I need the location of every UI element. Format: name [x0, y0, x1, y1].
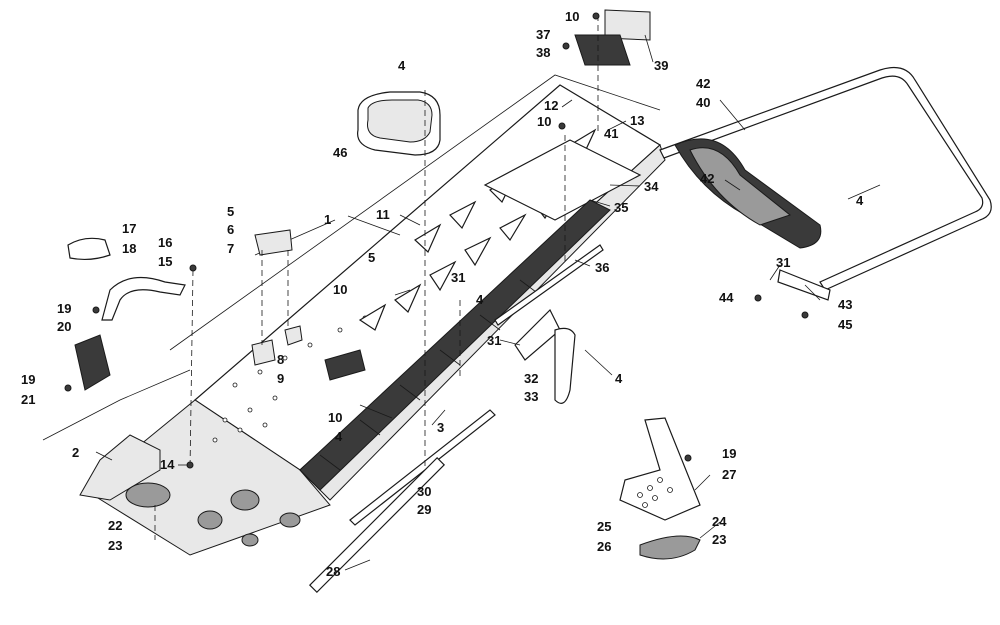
callout-leaders — [95, 34, 881, 571]
callout-23a: 23 — [108, 538, 122, 553]
callout-29: 29 — [417, 502, 431, 517]
callout-28: 28 — [326, 564, 340, 579]
callout-19b: 19 — [21, 372, 35, 387]
callout-46: 46 — [333, 145, 347, 160]
callout-32: 32 — [524, 371, 538, 386]
callout-33: 33 — [524, 389, 538, 404]
callout-11: 11 — [376, 207, 390, 222]
front-brackets — [67, 237, 186, 391]
callout-45: 45 — [838, 317, 852, 332]
callout-5b: 5 — [368, 250, 375, 265]
callout-22: 22 — [108, 518, 122, 533]
footrest-plate — [619, 417, 701, 521]
callout-4c: 4 — [335, 429, 343, 444]
callout-34: 34 — [644, 179, 659, 194]
callout-13: 13 — [630, 113, 644, 128]
callout-7: 7 — [227, 241, 234, 256]
callout-labels: 1 2 3 4 4 4 4 4 5 5 6 7 8 9 10 10 10 10 … — [21, 9, 864, 579]
callout-42a: 42 — [696, 76, 710, 91]
fasteners — [64, 12, 809, 469]
callout-4d: 4 — [615, 371, 623, 386]
side-strip — [494, 244, 604, 326]
callout-19a: 19 — [57, 301, 71, 316]
callout-14: 14 — [160, 457, 175, 472]
callout-42b: 42 — [700, 171, 714, 186]
callout-4a: 4 — [398, 58, 406, 73]
side-wall-cutouts — [197, 489, 301, 547]
callout-31b: 31 — [487, 333, 501, 348]
callout-4e: 4 — [856, 193, 864, 208]
callout-3: 3 — [437, 420, 444, 435]
rear-bumper — [659, 67, 992, 301]
callout-24: 24 — [712, 514, 727, 529]
callout-31c: 31 — [776, 255, 790, 270]
running-board-pads — [125, 482, 701, 560]
callout-35: 35 — [614, 200, 628, 215]
callout-10d: 10 — [328, 410, 342, 425]
callout-21: 21 — [21, 392, 35, 407]
rail-parts — [308, 409, 496, 594]
callout-6: 6 — [227, 222, 234, 237]
callout-8: 8 — [277, 352, 284, 367]
callout-10b: 10 — [537, 114, 551, 129]
callout-18: 18 — [122, 241, 136, 256]
callout-31a: 31 — [451, 270, 465, 285]
callout-26: 26 — [597, 539, 611, 554]
dashed-assembly-lines — [154, 15, 599, 540]
callout-20: 20 — [57, 319, 71, 334]
callout-16: 16 — [158, 235, 172, 250]
tunnel-assembly — [79, 84, 666, 556]
small-brackets — [251, 229, 576, 404]
callout-9: 9 — [277, 371, 284, 386]
callout-41: 41 — [604, 126, 618, 141]
hitch-bracket — [574, 9, 651, 66]
callout-2: 2 — [72, 445, 79, 460]
callout-1: 1 — [324, 212, 331, 227]
callout-19c: 19 — [722, 446, 736, 461]
callout-27: 27 — [722, 467, 736, 482]
callout-10a: 10 — [565, 9, 579, 24]
callout-30: 30 — [417, 484, 431, 499]
callout-43: 43 — [838, 297, 852, 312]
callout-5a: 5 — [227, 204, 234, 219]
callout-10c: 10 — [333, 282, 347, 297]
footrest-holes — [637, 477, 673, 508]
callout-38: 38 — [536, 45, 550, 60]
snowflap — [674, 138, 822, 249]
callout-23b: 23 — [712, 532, 726, 547]
callout-25: 25 — [597, 519, 611, 534]
callout-15: 15 — [158, 254, 172, 269]
callout-44: 44 — [719, 290, 734, 305]
callout-17: 17 — [122, 221, 136, 236]
storage-bag — [357, 91, 441, 156]
callout-39: 39 — [654, 58, 668, 73]
callout-36: 36 — [595, 260, 609, 275]
callout-12: 12 — [544, 98, 558, 113]
callout-40: 40 — [696, 95, 710, 110]
callout-37: 37 — [536, 27, 550, 42]
callout-4b: 4 — [476, 292, 484, 307]
